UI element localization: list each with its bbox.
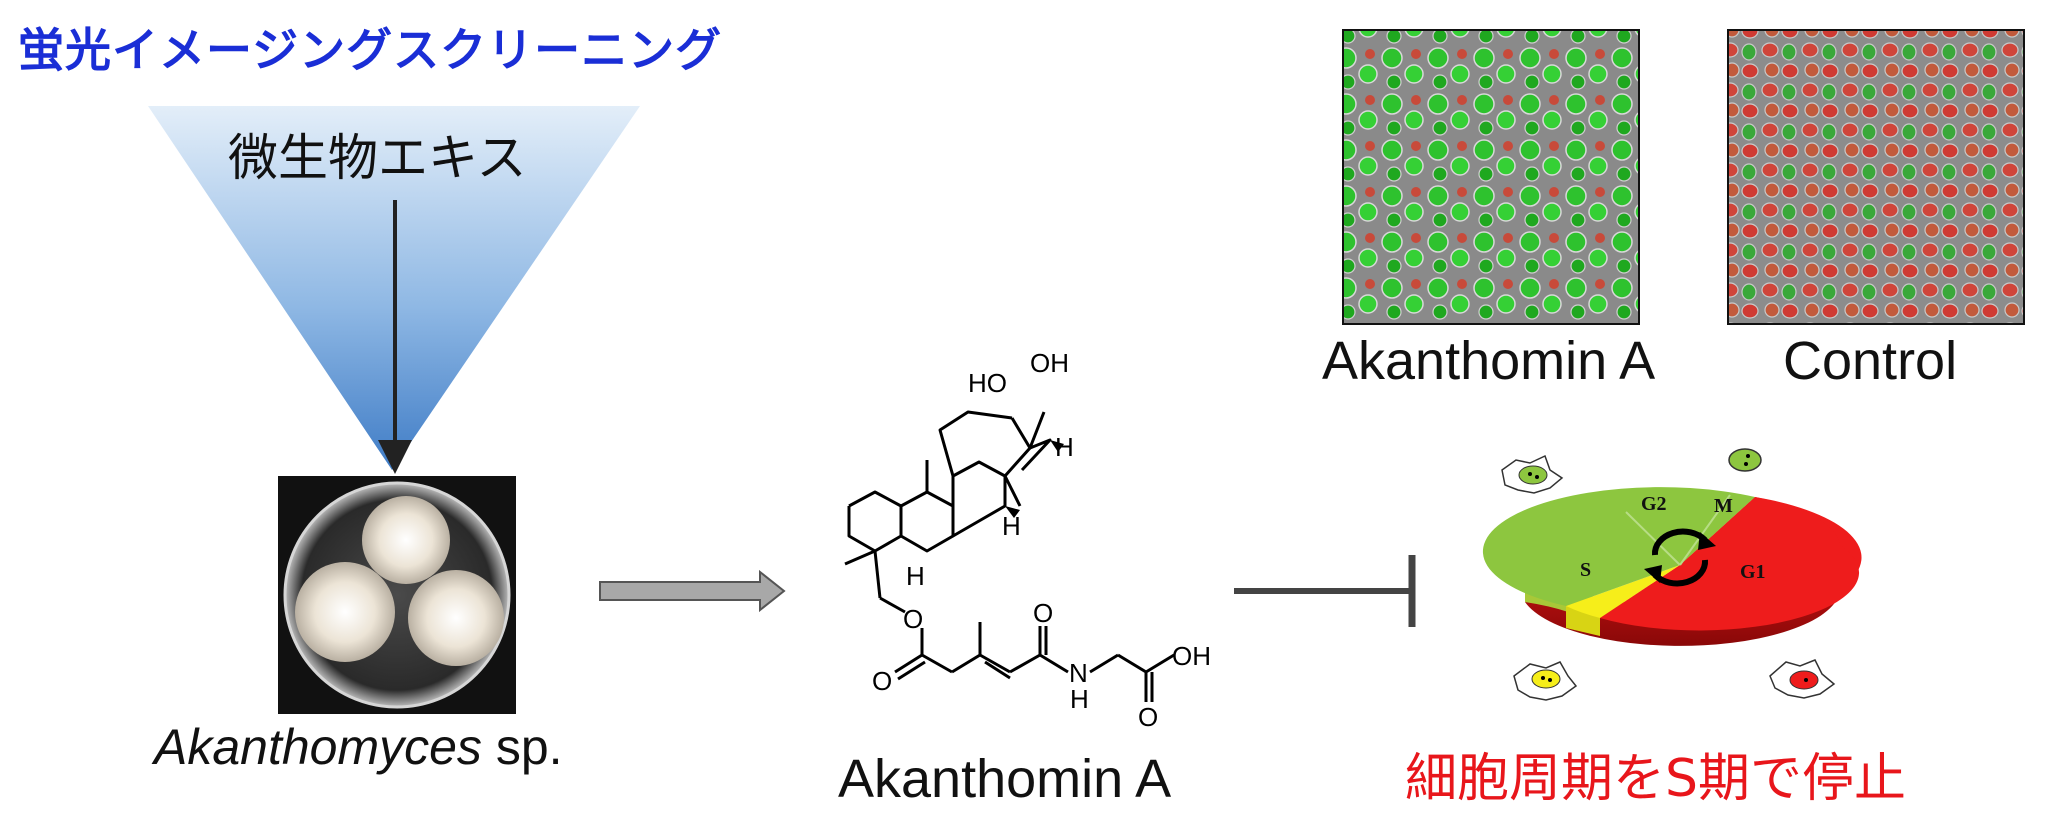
phase-s-label: S bbox=[1580, 559, 1591, 581]
label-o-carbonyl: O bbox=[872, 666, 892, 696]
label-nh-h: H bbox=[1070, 684, 1089, 714]
label-o-amide: O bbox=[1033, 598, 1053, 628]
label-n: N bbox=[1069, 658, 1088, 688]
label-h-right: H bbox=[1055, 432, 1074, 462]
label-ho: HO bbox=[968, 368, 1007, 398]
species-suffix: sp. bbox=[481, 719, 563, 775]
cell-icon-m bbox=[1728, 448, 1762, 472]
compound-name: Akanthomin A bbox=[838, 749, 1172, 809]
phase-g2-label: G2 bbox=[1641, 493, 1667, 515]
cell-cycle-pie bbox=[1482, 487, 1862, 646]
wedge-bond-2 bbox=[1005, 506, 1020, 518]
cell-icon-s bbox=[1513, 661, 1578, 701]
label-oh-acid: OH bbox=[1172, 641, 1211, 671]
colony-left bbox=[295, 562, 395, 662]
label-oh-top: OH bbox=[1030, 348, 1069, 378]
chemical-structure bbox=[844, 410, 1175, 702]
cell-icon-g1 bbox=[1769, 659, 1836, 699]
species-genus: Akanthomyces bbox=[154, 719, 482, 775]
wedge-bond bbox=[1050, 440, 1064, 452]
screening-arrow-head bbox=[378, 440, 412, 474]
colony-top bbox=[362, 496, 450, 584]
microscopy-control-image bbox=[1727, 29, 2025, 325]
label-h-mid: H bbox=[1002, 511, 1021, 541]
label-o-ester: O bbox=[903, 604, 923, 634]
label-o-acid: O bbox=[1138, 702, 1158, 732]
phase-m-label: M bbox=[1714, 495, 1733, 517]
colony-right bbox=[408, 570, 504, 666]
control-image-label: Control bbox=[1783, 331, 1958, 391]
cell-icon-g2 bbox=[1501, 454, 1564, 494]
process-arrow bbox=[599, 569, 786, 613]
microscopy-treated-image bbox=[1342, 29, 1640, 325]
treated-image-label: Akanthomin A bbox=[1322, 331, 1656, 391]
extract-label: 微生物エキス bbox=[228, 129, 527, 187]
label-h-low: H bbox=[906, 561, 925, 591]
species-label: Akanthomyces sp. bbox=[154, 718, 563, 776]
result-text: 細胞周期をS期で停止 bbox=[1405, 749, 1907, 809]
phase-g1-label: G1 bbox=[1740, 561, 1766, 583]
screening-title: 蛍光イメージングスクリーニング bbox=[18, 23, 723, 77]
